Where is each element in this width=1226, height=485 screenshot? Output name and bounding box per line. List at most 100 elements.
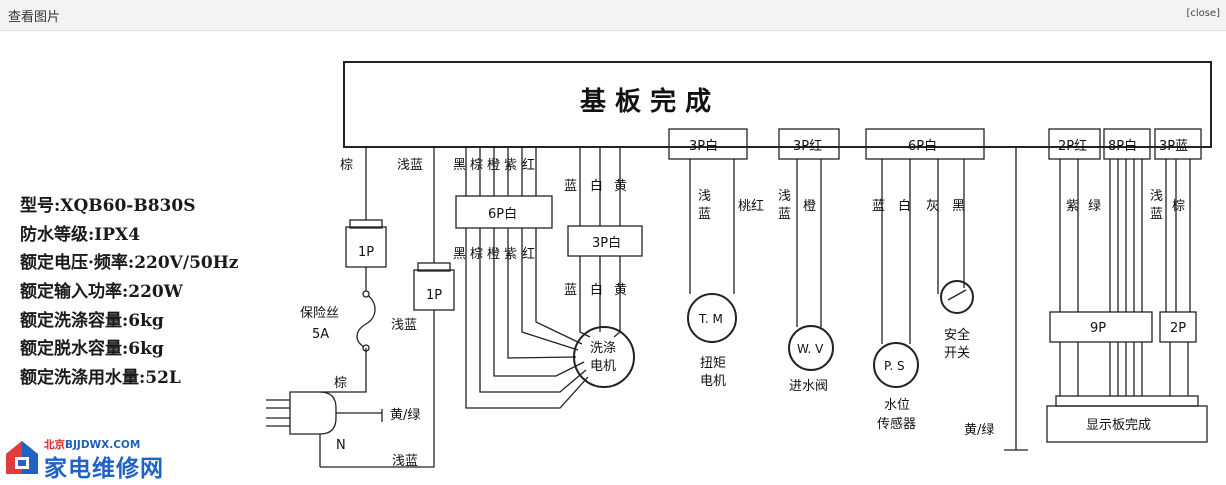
earth-label: 黄/绿 [390,408,420,423]
water-valve-label: 进水阀 [789,379,828,394]
torque-motor-label: 扭矩 [700,356,726,371]
pressure-sensor-label: 传感器 [877,416,916,432]
connector-label: 3P白 [592,235,621,251]
wire-label: 红 [522,246,535,262]
connector-3p-motor [567,225,643,257]
safety-switch-label: 安全 [944,327,970,343]
connector-label: 6P白 [908,138,937,154]
wire-label: 棕 [1172,199,1185,214]
title-bar: 查看图片 [close] [0,0,1226,31]
connector-6p-motor [455,195,553,229]
mainboard-label: 基 板 完 成 [580,86,711,117]
wire-label: 浅蓝 [397,158,423,173]
water-valve-circle [788,325,834,371]
wire-label: 黑 [453,247,466,262]
display-board-label: 显示板完成 [1086,418,1151,433]
connector-2p-red [1048,128,1101,160]
pressure-sensor-label: 水位 [884,398,910,413]
wiring-diagram: 基 板 完 成 3P白 3P红 6P白 2P红 8P白 3P蓝 6P白 3P白 … [266,61,1212,469]
fuse-label: 保险丝 [300,306,339,321]
safety-switch-circle [940,280,974,314]
pressure-sensor-circle [873,342,919,388]
fuse-rating: 5A [312,327,329,342]
wire-label: 浅 [1150,189,1163,204]
connector-label: 6P白 [488,206,517,222]
torque-motor-label: 电机 [700,374,726,389]
connector-label: 2P [1170,321,1186,336]
torque-motor-symbol: T. M [698,312,723,326]
wire-label: 白 [590,282,603,298]
connector-label: 8P白 [1108,138,1137,154]
wire-label: 浅蓝 [392,454,418,469]
wire-label: 蓝 [872,199,885,214]
wire-label: 紫 [1066,199,1079,214]
wire-label: 黑 [453,158,466,173]
wire-label: 蓝 [564,283,577,298]
house-logo-icon [6,441,38,474]
spec-spin-capacity: 额定脱水容量:6kg [20,339,164,360]
close-button[interactable]: [close] [1186,8,1220,19]
wire-label: 棕 [340,158,353,173]
wire-label: 绿 [1088,199,1101,214]
fuse-symbol [356,293,376,349]
wire-label: 白 [590,178,603,194]
wash-motor-label: 洗涤 [590,341,616,356]
window-title: 查看图片 [8,10,61,25]
spec-power: 额定输入功率:220W [20,282,183,303]
torque-motor-circle [687,293,737,343]
wire-label: 浅 [778,189,791,204]
connector-2p [1159,311,1197,343]
spec-wash-capacity: 额定洗涤容量:6kg [20,310,164,331]
wire-label: 浅蓝 [391,318,417,333]
connector-9p [1049,311,1153,343]
wire-label: 灰 [926,199,939,214]
connector-label: 3P白 [689,138,718,154]
safety-switch-label: 开关 [944,346,970,361]
watermark-name: 家电维修网 [44,456,164,482]
spec-water-use: 额定洗涤用水量:52L [20,368,181,389]
wire-label: 黄 [614,283,627,298]
connector-label: 3P红 [793,138,822,154]
pressure-sensor-symbol: P. S [884,359,905,373]
connector-8p-white [1103,128,1151,160]
connector-3p-blue [1154,128,1202,160]
wire-label: 棕 [334,376,347,391]
wire-label: 红 [522,157,535,173]
wire-label: 棕 [470,247,483,262]
wire-label: 橙 [487,158,500,173]
wire-label: 蓝 [778,207,791,222]
wire-label: 蓝 [564,179,577,194]
plug-symbol [289,391,337,435]
wire-label: 白 [898,198,911,214]
wire-label: 蓝 [698,207,711,222]
wire-label: 橙 [803,199,816,214]
watermark-url: 北京BJJDWX.COM [44,439,141,451]
spec-waterproof: 防水等级:IPX4 [20,224,141,245]
wire-label: 桃红 [738,198,764,214]
connector-label: 3P蓝 [1159,139,1188,154]
connector-label: 1P [426,288,442,303]
connector-3p-red [778,128,840,160]
watermark-logo: 北京BJJDWX.COM 家电维修网 [4,436,174,482]
connector-label: 9P [1090,321,1106,336]
wire-label: 黑 [952,199,965,214]
spec-model: 型号:XQB60-B830S [20,196,196,216]
spec-list: 型号:XQB60-B830S 防水等级:IPX4 额定电压·频率:220V/50… [20,192,238,393]
neutral-label: N [336,438,346,453]
spec-voltage: 额定电压·频率:220V/50Hz [20,253,239,274]
connector-label: 1P [358,245,374,260]
wire-label: 紫 [504,247,517,262]
wire-label: 蓝 [1150,207,1163,222]
wire-label: 紫 [504,158,517,173]
wash-motor-circle [573,326,635,388]
water-valve-symbol: W. V [797,342,824,356]
connector-3p-white [668,128,748,160]
wire-label: 黄 [614,179,627,194]
wire-label: 浅 [698,189,711,204]
wash-motor-label: 电机 [590,359,616,374]
wire-label: 棕 [470,158,483,173]
connector-6p-white [865,128,985,160]
wire-label: 橙 [487,247,500,262]
connector-label: 2P红 [1058,138,1087,154]
mainboard-box [343,61,1212,148]
